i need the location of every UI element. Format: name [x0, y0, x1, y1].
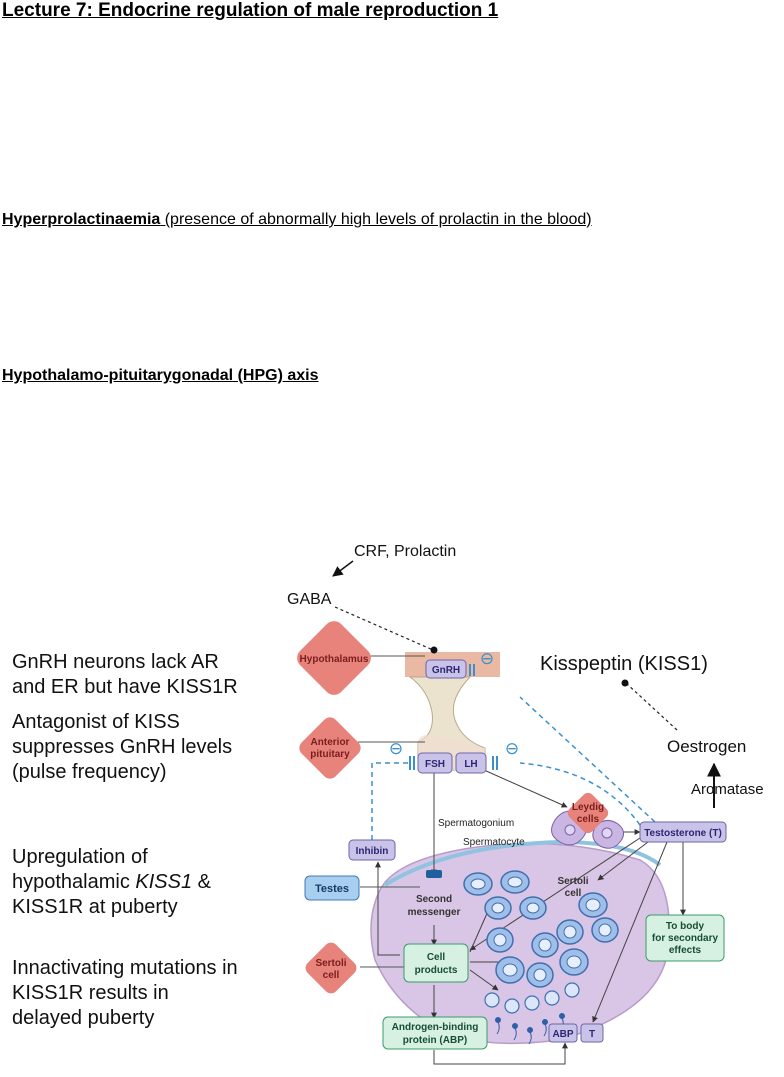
- sertoli-in-line1: Sertoli: [557, 876, 588, 887]
- t-label: T: [589, 1029, 595, 1040]
- fsh-box: FSH: [417, 752, 453, 774]
- oestrogen-kiss-dotted: [626, 683, 678, 731]
- testosterone-sertoli-arrow: [597, 841, 649, 881]
- lh-box: LH: [455, 752, 487, 774]
- abp-return-arrow: [433, 1042, 568, 1065]
- leydig-cells-diamond: Leydig cells: [567, 792, 609, 834]
- inhibin-box: Inhibin: [348, 839, 396, 861]
- anterior-label-line1: Anterior: [311, 737, 350, 748]
- note-line: and ER but have KISS1R: [12, 676, 238, 698]
- testosterone-lh-feedback: [519, 762, 641, 826]
- testosterone-box: Testosterone (T): [639, 821, 727, 843]
- hyperprolactinaemia-definition: (presence of abnormally high levels of p…: [160, 211, 592, 228]
- kiss-terminal-dot: [621, 679, 629, 687]
- note-line: (pulse frequency): [12, 761, 167, 783]
- section-heading-hyperprolactinaemia: Hyperprolactinaemia (presence of abnorma…: [2, 211, 592, 229]
- leydig-label-line1: Leydig: [572, 802, 604, 813]
- gnrh-inhibit-icon: ⊖: [480, 649, 494, 668]
- hyperprolactinaemia-term: Hyperprolactinaemia: [2, 211, 161, 228]
- spermatocyte-label: Spermatocyte: [463, 837, 525, 848]
- note-line: Innactivating mutations in: [12, 957, 238, 979]
- fsh-receptor: [426, 870, 442, 878]
- note-line: Upregulation of: [12, 846, 148, 868]
- sertoli-in-line2: cell: [565, 888, 582, 899]
- cellproducts-arrow-c: [469, 969, 499, 991]
- note-antagonist: Antagonist of KISS suppresses GnRH level…: [12, 710, 232, 785]
- gnrh-label: GnRH: [432, 665, 460, 676]
- gaba-terminal-dot: [430, 646, 438, 654]
- fsh-label: FSH: [425, 759, 445, 770]
- testes-label: Testes: [315, 883, 349, 895]
- testes-box: Testes: [304, 875, 360, 901]
- t-box: T: [580, 1023, 604, 1043]
- androgen-binding-protein-box: Androgen-binding protein (ABP): [382, 1016, 488, 1050]
- section-heading-hpg-axis: Hypothalamo-pituitarygonadal (HPG) axis: [2, 367, 319, 384]
- aromatase-label: Aromatase: [691, 781, 764, 798]
- hypothalamus-label: Hypothalamus: [300, 654, 369, 665]
- lh-leydig-arrow: [483, 769, 568, 808]
- testosterone-label: Testosterone (T): [644, 828, 722, 839]
- page-title: Lecture 7: Endocrine regulation of male …: [2, 0, 499, 21]
- leydig-cell-shapes: [550, 810, 624, 849]
- gnrh-box: GnRH: [425, 659, 467, 679]
- tobody-line2: for secondary: [652, 933, 719, 944]
- abp-long-line2: protein (ABP): [403, 1035, 467, 1046]
- spermatogonium-label: Spermatogonium: [438, 818, 514, 829]
- hypothalamus-diamond: Hypothalamus: [297, 621, 371, 695]
- anterior-pituitary-diamond: Anterior pituitary: [299, 717, 361, 779]
- inhibin-fsh-feedback: [371, 762, 410, 840]
- cell-products-box: Cell products: [403, 943, 469, 983]
- kisspeptin-label: Kisspeptin (KISS1): [540, 653, 708, 675]
- testosterone-t-arrow: [592, 841, 668, 1023]
- fsh-inhibit-icon: ⊖: [389, 739, 403, 758]
- tobody-line3: effects: [669, 945, 702, 956]
- sertoli-cell-diamond: Sertoli cell: [305, 942, 357, 994]
- abp-box: ABP: [548, 1023, 578, 1043]
- testis-membrane: [383, 839, 662, 887]
- cellproducts-line1: Cell: [427, 952, 446, 963]
- note-gene-italic: KISS1: [135, 871, 193, 893]
- note-line: GnRH neurons lack AR: [12, 651, 219, 673]
- testosterone-gnrh-feedback: [519, 696, 656, 823]
- note-line: suppresses GnRH levels: [12, 736, 233, 758]
- gaba-label: GABA: [287, 591, 332, 608]
- anterior-label-line2: pituitary: [310, 749, 350, 760]
- note-line: hypothalamic KISS1 &: [12, 870, 211, 895]
- inhibin-label: Inhibin: [356, 846, 389, 857]
- second-messenger-line1: Second: [416, 894, 452, 905]
- leydig-label-line2: cells: [577, 814, 600, 825]
- abp-long-line1: Androgen-binding: [392, 1022, 479, 1033]
- abp-label: ABP: [552, 1029, 573, 1040]
- crf-gaba-arrow: [332, 560, 354, 577]
- note-line: KISS1R results in: [12, 982, 169, 1004]
- lh-inhibit-icon: ⊖: [505, 739, 519, 758]
- sertoli-out-line1: Sertoli: [315, 958, 346, 969]
- note-line: Antagonist of KISS: [12, 711, 180, 733]
- note-text: hypothalamic: [12, 871, 136, 893]
- second-messenger-line2: messenger: [408, 907, 461, 918]
- lh-label: LH: [464, 759, 477, 770]
- note-mutations: Innactivating mutations in KISS1R result…: [12, 956, 238, 1031]
- note-text: &: [192, 871, 212, 893]
- note-upregulation: Upregulation of hypothalamic KISS1 & KIS…: [12, 845, 211, 920]
- note-line: delayed puberty: [12, 1007, 155, 1029]
- tobody-line1: To body: [666, 921, 705, 932]
- cellproducts-line2: products: [415, 965, 458, 976]
- to-body-box: To body for secondary effects: [645, 914, 725, 962]
- sertoli-out-line2: cell: [323, 970, 340, 981]
- germ-cell-nuclei: [470, 876, 612, 982]
- crf-prolactin-label: CRF, Prolactin: [354, 543, 456, 560]
- oestrogen-label: Oestrogen: [667, 737, 746, 756]
- cellproducts-inhibin-arrow: [375, 861, 400, 956]
- note-gnrh-neurons: GnRH neurons lack AR and ER but have KIS…: [12, 650, 238, 700]
- spermatid-cells: [484, 982, 580, 1014]
- note-line: KISS1R at puberty: [12, 896, 178, 918]
